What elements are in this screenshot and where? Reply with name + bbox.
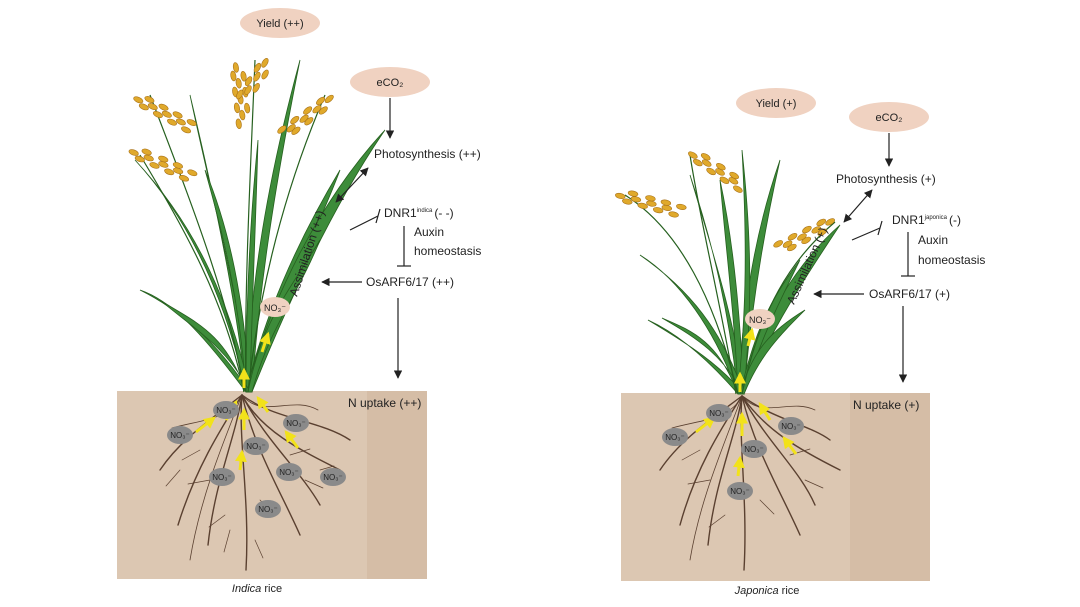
osarf-label: OsARF6/17 (++): [366, 275, 454, 289]
nitrate-ion: NO₃⁻: [243, 437, 269, 455]
nitrate-stem-bubble: NO₃⁻: [260, 297, 290, 317]
svg-text:NO₃⁻: NO₃⁻: [258, 505, 277, 514]
nitrate-ion: NO₃⁻: [727, 482, 753, 500]
nitrate-ion: NO₃⁻: [778, 417, 804, 435]
dnr1-inhibit-line: [349, 215, 379, 231]
soil-block: [117, 391, 427, 579]
photosynthesis-assimilation-arrow: [843, 189, 873, 223]
svg-text:NO₃⁻: NO₃⁻: [665, 433, 684, 442]
svg-text:NO₃⁻: NO₃⁻: [730, 487, 749, 496]
svg-text:NO₃⁻: NO₃⁻: [323, 473, 342, 482]
nitrate-ions: NO₃⁻ NO₃⁻ NO₃⁻ NO₃⁻ NO₃⁻ NO₃⁻ NO₃⁻ NO₃⁻: [167, 401, 346, 518]
dnr1-label: DNR1indica(- -): [384, 206, 454, 220]
nitrate-ion: NO₃⁻: [276, 463, 302, 481]
svg-text:Yield (++): Yield (++): [256, 18, 303, 30]
nitrate-ion: NO₃⁻: [213, 401, 239, 419]
assimilation-label: Assimilation (++): [287, 209, 328, 298]
panel-caption: Indica rice: [232, 583, 282, 595]
svg-text:NO₃⁻: NO₃⁻: [781, 422, 800, 431]
photosynthesis-assimilation-arrow: [335, 167, 369, 203]
svg-text:Yield (+): Yield (+): [756, 98, 797, 110]
svg-text:eCO₂: eCO₂: [876, 112, 903, 124]
eco2-bubble: eCO₂: [350, 67, 430, 97]
photosynthesis-label: Photosynthesis (+): [836, 172, 936, 186]
homeostasis-label: homeostasis: [918, 253, 985, 267]
nitrate-ion: NO₃⁻: [283, 414, 309, 432]
homeostasis-label: homeostasis: [414, 244, 481, 258]
yield-bubble: Yield (++): [240, 8, 320, 38]
dnr1-inhibit-line: [851, 227, 881, 241]
pathway-arrows: [321, 98, 411, 379]
photosynthesis-label: Photosynthesis (++): [374, 147, 481, 161]
nitrate-ion: NO₃⁻: [662, 428, 688, 446]
nitrate-ion: NO₃⁻: [706, 404, 732, 422]
japonica-panel: NO₃⁻ NO₃⁻ NO₃⁻ NO₃⁻ NO₃⁻ NO₃⁻ Yield (+) …: [614, 88, 985, 597]
nitrate-ion: NO₃⁻: [255, 500, 281, 518]
svg-text:NO₃⁻: NO₃⁻: [709, 409, 728, 418]
svg-text:NO₃⁻: NO₃⁻: [246, 442, 265, 451]
indica-plant: [134, 59, 386, 393]
nitrate-flow-arrows: [195, 331, 300, 471]
yield-bubble: Yield (+): [736, 88, 816, 118]
nitrate-flow-arrows: [695, 327, 798, 477]
nitrate-ions: NO₃⁻ NO₃⁻ NO₃⁻ NO₃⁻ NO₃⁻: [662, 404, 804, 500]
auxin-label: Auxin: [918, 233, 948, 247]
eco2-bubble: eCO₂: [849, 102, 929, 132]
svg-text:NO₃⁻: NO₃⁻: [286, 419, 305, 428]
panel-caption: Japonica rice: [734, 585, 800, 597]
svg-text:NO₃⁻: NO₃⁻: [279, 468, 298, 477]
svg-text:NO₃⁻: NO₃⁻: [216, 406, 235, 415]
soil-block: [621, 393, 930, 581]
svg-text:NO₃⁻: NO₃⁻: [264, 303, 286, 313]
osarf-label: OsARF6/17 (+): [869, 287, 950, 301]
svg-text:NO₃⁻: NO₃⁻: [749, 315, 771, 325]
nitrate-ion: NO₃⁻: [167, 426, 193, 444]
svg-text:NO₃⁻: NO₃⁻: [170, 431, 189, 440]
nitrate-stem-bubble: NO₃⁻: [745, 309, 775, 329]
nitrate-ion: NO₃⁻: [209, 468, 235, 486]
svg-text:NO₃⁻: NO₃⁻: [744, 445, 763, 454]
nitrate-ion: NO₃⁻: [741, 440, 767, 458]
pathway-arrows: [813, 133, 915, 383]
n-uptake-label: N uptake (+): [853, 398, 919, 412]
indica-panicles: [127, 56, 336, 183]
dnr1-label: DNR1japonica(-): [892, 213, 961, 227]
n-uptake-label: N uptake (++): [348, 396, 421, 410]
indica-panel: NO₃⁻ NO₃⁻ NO₃⁻ NO₃⁻ NO₃⁻ NO₃⁻ NO₃⁻ NO₃⁻ …: [117, 8, 481, 595]
auxin-label: Auxin: [414, 225, 444, 239]
nitrate-ion: NO₃⁻: [320, 468, 346, 486]
svg-text:NO₃⁻: NO₃⁻: [212, 473, 231, 482]
svg-text:eCO₂: eCO₂: [377, 77, 404, 89]
